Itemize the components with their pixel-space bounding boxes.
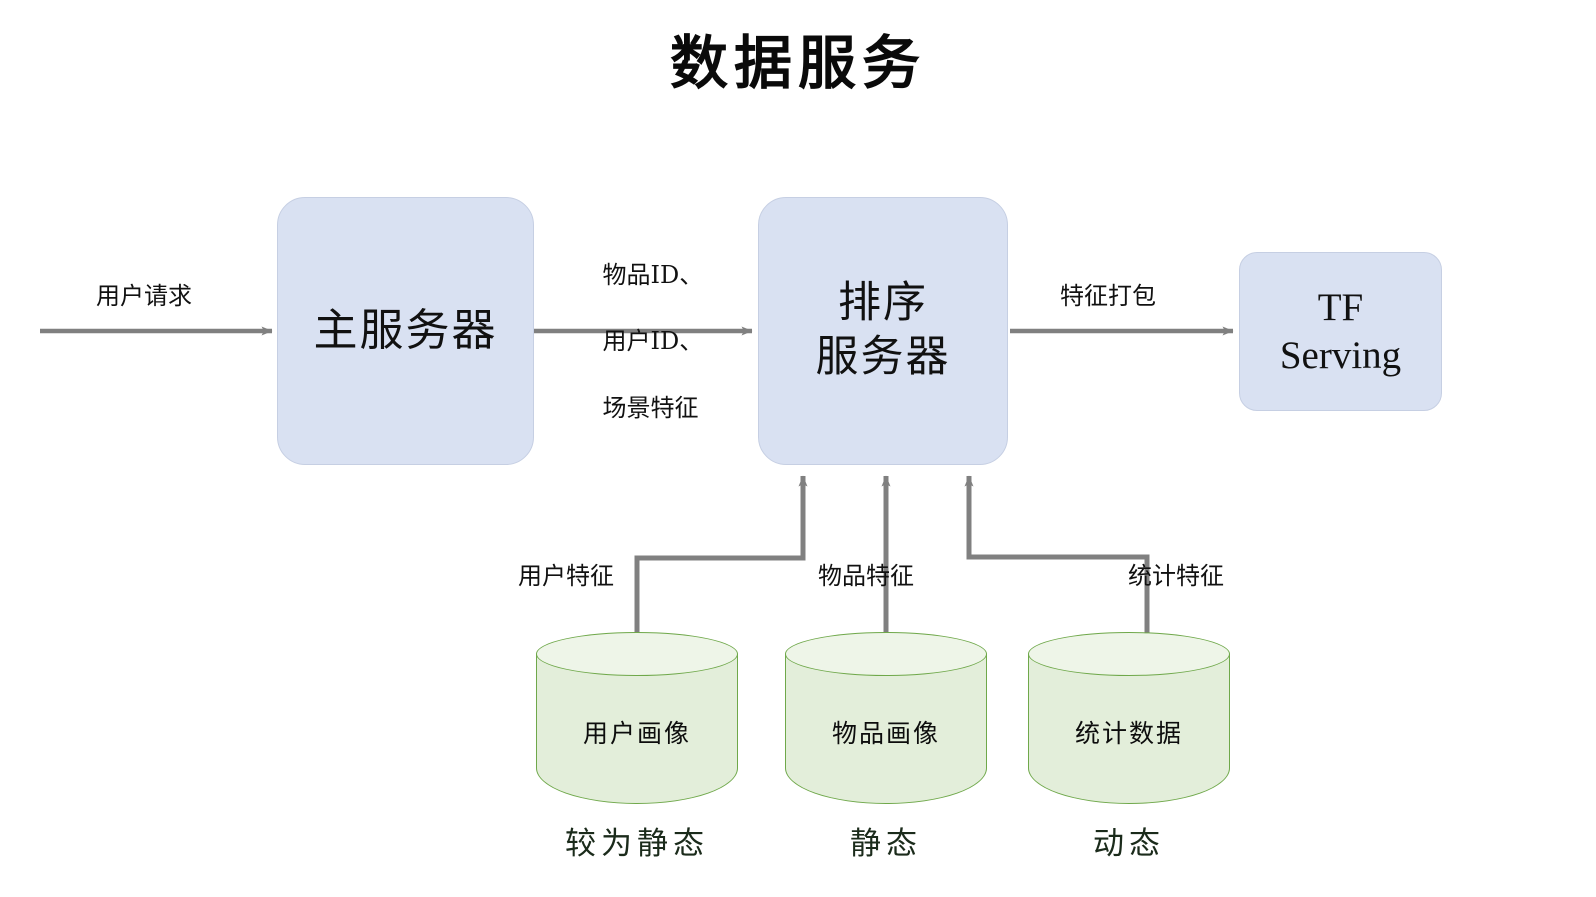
datastore-stat-data-label: 统计数据 — [1074, 719, 1183, 748]
cylinder-body — [1028, 654, 1230, 804]
datastore-stat-data-caption: 动态 — [1093, 826, 1165, 862]
node-rank-server[interactable]: 排序 服务器 — [758, 197, 1008, 465]
datastore-item-profile-caption: 静态 — [850, 826, 922, 862]
node-main-server[interactable]: 主服务器 — [277, 197, 534, 465]
edge-label-ids-line1: 物品ID、 — [602, 261, 704, 290]
edge-label-feature-pack: 特征打包 — [1060, 282, 1156, 310]
cylinder-top-ellipse — [536, 632, 738, 676]
node-rank-server-label: 排序 服务器 — [759, 277, 1007, 385]
node-rank-server-label-line2: 服务器 — [815, 332, 951, 382]
page-title: 数据服务 — [669, 29, 926, 97]
node-main-server-label: 主服务器 — [313, 305, 498, 357]
edge-label-stat-feature: 统计特征 — [1128, 562, 1224, 590]
arrow-user-profile-to-rank-server — [634, 475, 808, 655]
node-tf-serving-label: TF Serving — [1240, 284, 1441, 379]
edge-label-user-feature: 用户特征 — [518, 562, 614, 590]
cylinder-top-ellipse — [1028, 632, 1230, 676]
edge-label-user-request: 用户请求 — [96, 282, 192, 310]
edge-label-item-feature: 物品特征 — [818, 562, 914, 590]
datastore-item-profile[interactable]: 物品画像 静态 — [785, 632, 987, 862]
arrow-stat-data-to-rank-server — [964, 475, 1150, 655]
edge-label-ids-line3: 场景特征 — [602, 393, 699, 422]
node-rank-server-label-line1: 排序 — [838, 278, 928, 329]
datastore-user-profile-label: 用户画像 — [582, 719, 691, 748]
edge-label-ids-line2: 用户ID、 — [602, 327, 704, 356]
datastore-user-profile-caption: 较为静态 — [565, 826, 709, 862]
cylinder-top-ellipse — [785, 632, 987, 676]
edge-label-ids-to-rank: 物品ID、 用户ID、 场景特征 — [572, 226, 704, 458]
node-tf-serving[interactable]: TF Serving — [1239, 252, 1442, 411]
cylinder-body — [785, 654, 987, 804]
cylinder-body — [536, 654, 738, 804]
datastore-stat-data[interactable]: 统计数据 动态 — [1028, 632, 1230, 862]
datastore-user-profile[interactable]: 用户画像 较为静态 — [536, 632, 738, 862]
node-tf-serving-label-line2: Serving — [1279, 333, 1402, 377]
node-tf-serving-label-line1: TF — [1317, 285, 1364, 329]
datastore-item-profile-label: 物品画像 — [831, 719, 940, 748]
